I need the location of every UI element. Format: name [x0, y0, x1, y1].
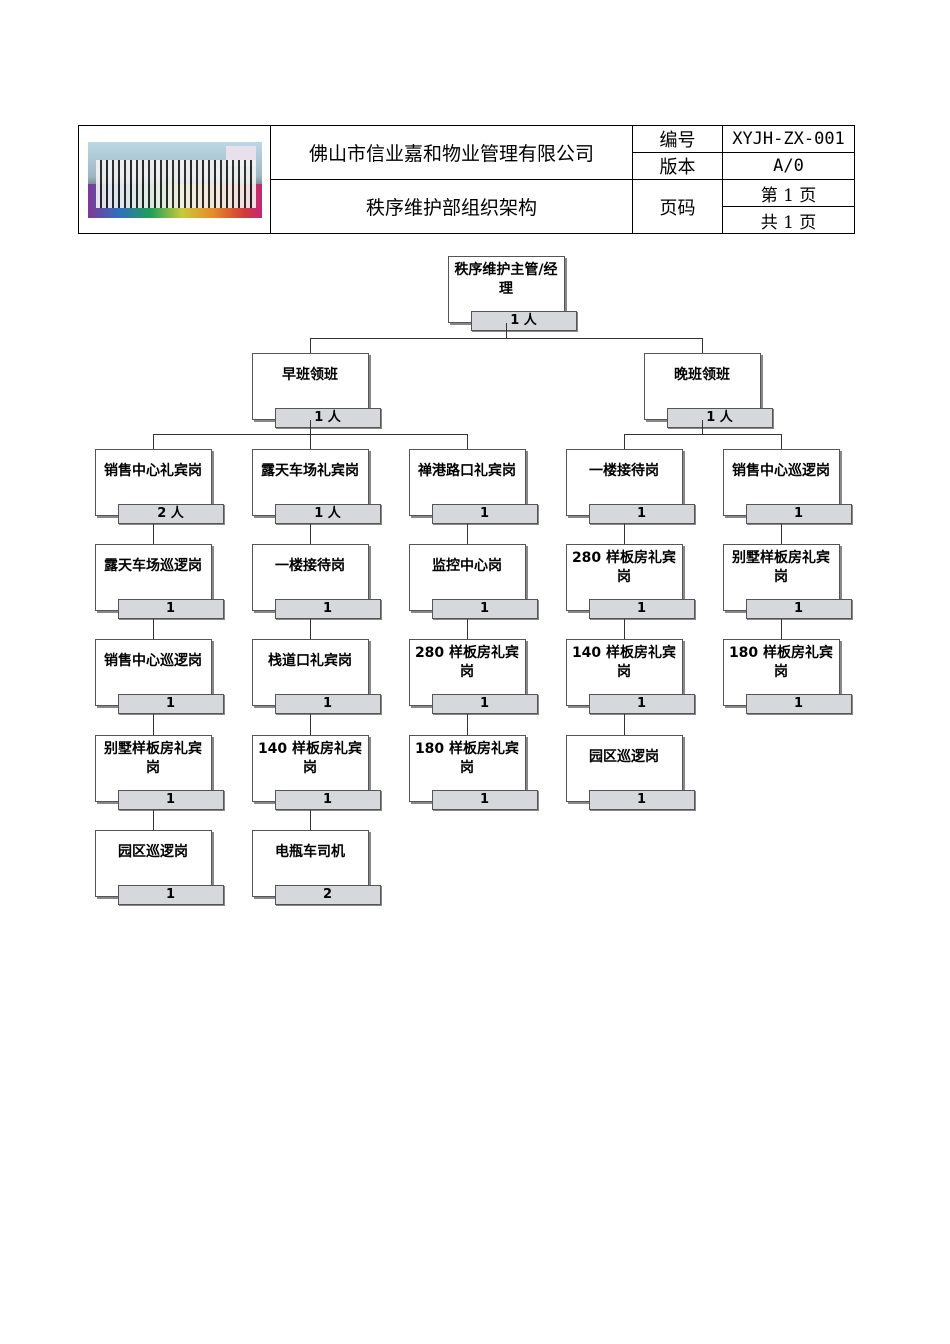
headcount-badge: 1 [117, 790, 224, 810]
connector-line [310, 810, 311, 830]
connector-line [310, 338, 703, 339]
headcount-badge: 1 [588, 694, 695, 714]
connector-line [467, 434, 468, 449]
document-title: 秩序维护部组织架构 [270, 179, 633, 234]
connector-line [624, 434, 625, 449]
position-name: 销售中心巡逻岗 [104, 653, 202, 669]
position-name: 销售中心巡逻岗 [732, 463, 830, 479]
company-name: 佛山市信业嘉和物业管理有限公司 [270, 125, 633, 180]
headcount-badge: 1 [274, 694, 381, 714]
connector-line [310, 434, 311, 449]
page-label: 页码 [632, 179, 723, 234]
version-label: 版本 [632, 152, 723, 180]
position-name: 秩序维护主管/经理 [454, 262, 558, 297]
position-name: 销售中心礼宾岗 [104, 463, 202, 479]
position-name: 280 样板房礼宾岗 [571, 550, 677, 585]
connector-line [467, 524, 468, 544]
headcount-badge: 1 [588, 504, 695, 524]
code-label: 编号 [632, 125, 723, 153]
headcount-badge: 1 [117, 599, 224, 619]
headcount-badge: 1 [117, 694, 224, 714]
connector-line [467, 714, 468, 735]
team-photo-image [87, 141, 262, 218]
position-name: 露天车场礼宾岗 [261, 463, 359, 479]
position-name: 一楼接待岗 [589, 463, 659, 479]
headcount-badge: 1 [431, 790, 538, 810]
position-name: 180 样板房礼宾岗 [728, 645, 834, 680]
position-name: 监控中心岗 [432, 558, 502, 574]
connector-line [310, 338, 311, 353]
position-name: 园区巡逻岗 [118, 844, 188, 860]
headcount-badge: 1 [745, 599, 852, 619]
connector-line [310, 714, 311, 735]
headcount-badge: 1 [588, 599, 695, 619]
headcount-badge: 1 [431, 504, 538, 524]
headcount-badge: 1 人 [666, 408, 773, 428]
code-value: XYJH-ZX-001 [722, 125, 855, 153]
position-name: 280 样板房礼宾岗 [414, 645, 520, 680]
page-total: 共 1 页 [722, 206, 855, 234]
connector-line [153, 524, 154, 544]
headcount-badge: 1 人 [470, 311, 577, 331]
position-name: 140 样板房礼宾岗 [257, 741, 363, 776]
headcount-badge: 1 人 [274, 408, 381, 428]
document-header-table: 佛山市信业嘉和物业管理有限公司 编号 XYJH-ZX-001 版本 A/0 秩序… [78, 125, 855, 234]
connector-line [153, 619, 154, 639]
connector-line [624, 524, 625, 544]
headcount-badge: 2 人 [117, 504, 224, 524]
connector-line [781, 434, 782, 449]
version-value: A/0 [722, 152, 855, 180]
connector-line [310, 619, 311, 639]
connector-line [781, 619, 782, 639]
headcount-badge: 1 人 [274, 504, 381, 524]
position-name: 晚班领班 [674, 367, 730, 383]
headcount-badge: 1 [274, 599, 381, 619]
position-name: 一楼接待岗 [275, 558, 345, 574]
headcount-badge: 1 [745, 504, 852, 524]
position-name: 露天车场巡逻岗 [104, 558, 202, 574]
headcount-badge: 1 [117, 885, 224, 905]
connector-line [624, 714, 625, 735]
connector-line [153, 810, 154, 830]
connector-line [624, 434, 782, 435]
connector-line [153, 434, 154, 449]
connector-line [624, 619, 625, 639]
position-name: 别墅样板房礼宾岗 [732, 550, 830, 585]
connector-line [153, 714, 154, 735]
position-name: 栈道口礼宾岗 [268, 653, 352, 669]
headcount-badge: 1 [431, 599, 538, 619]
headcount-badge: 1 [274, 790, 381, 810]
page-current: 第 1 页 [722, 179, 855, 207]
connector-line [702, 420, 703, 434]
connector-line [702, 338, 703, 353]
connector-line [506, 323, 507, 338]
position-name: 早班领班 [282, 367, 338, 383]
position-name: 园区巡逻岗 [589, 749, 659, 765]
connector-line [467, 619, 468, 639]
headcount-badge: 2 [274, 885, 381, 905]
position-name: 禅港路口礼宾岗 [418, 463, 516, 479]
position-name: 140 样板房礼宾岗 [571, 645, 677, 680]
position-name: 电瓶车司机 [275, 844, 345, 860]
headcount-badge: 1 [745, 694, 852, 714]
position-name: 180 样板房礼宾岗 [414, 741, 520, 776]
connector-line [310, 524, 311, 544]
headcount-badge: 1 [431, 694, 538, 714]
connector-line [781, 524, 782, 544]
headcount-badge: 1 [588, 790, 695, 810]
connector-line [310, 420, 311, 434]
logo-cell [78, 125, 271, 234]
position-name: 别墅样板房礼宾岗 [104, 741, 202, 776]
